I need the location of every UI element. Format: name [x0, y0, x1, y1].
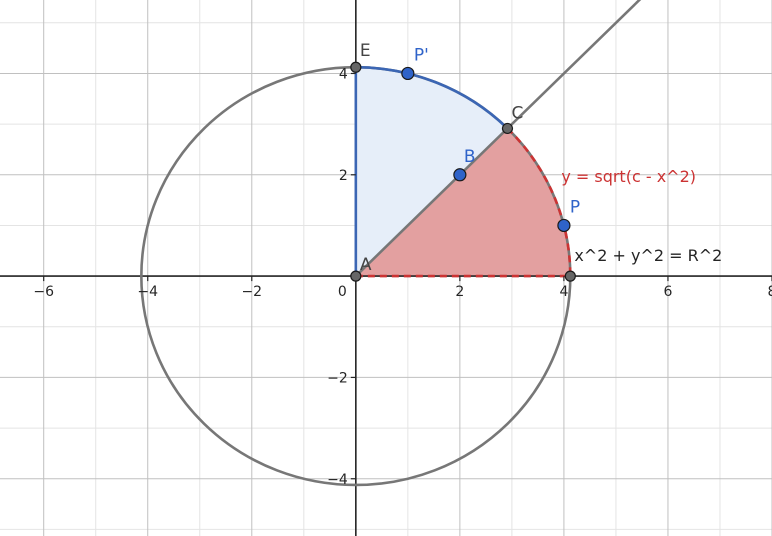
point-c[interactable] [501, 122, 514, 135]
point-label-b[interactable]: B [464, 147, 476, 167]
point-b[interactable] [453, 168, 467, 182]
red-function-curve[interactable] [506, 127, 572, 277]
point-label-layer: A C E B P P' [360, 41, 580, 275]
ray-ac[interactable] [354, 0, 772, 278]
point-p-prime[interactable] [401, 66, 415, 81]
x-tick-label: 8 [768, 284, 772, 300]
x-axis-tick-labels: −6 −4 −2 2 4 6 8 [33, 276, 772, 300]
y-tick-label: 4 [339, 66, 348, 82]
origin-label: 0 [338, 284, 347, 300]
point-label-p-prime[interactable]: P' [414, 45, 429, 65]
point-label-e[interactable]: E [360, 41, 371, 61]
blue-arc-ec[interactable] [355, 65, 509, 130]
x-tick-label: 4 [559, 284, 568, 300]
y-axis-tick-labels: −4 −2 2 4 [327, 66, 356, 488]
point-label-a[interactable]: A [360, 255, 372, 275]
point-p[interactable] [557, 218, 571, 233]
y-tick-label: −4 [327, 472, 348, 488]
x-tick-label: −4 [137, 284, 158, 300]
point-label-p[interactable]: P [570, 197, 580, 217]
red-sector-fill [355, 128, 571, 277]
point-e[interactable] [350, 61, 362, 73]
y-tick-label: 2 [339, 168, 348, 184]
red-function-label[interactable]: y = sqrt(c - x^2) [561, 167, 696, 186]
blue-sector-fill [355, 67, 508, 277]
circle-equation-label[interactable]: x^2 + y^2 = R^2 [574, 246, 722, 265]
y-tick-label: −2 [327, 370, 348, 386]
point-d[interactable] [564, 270, 576, 282]
point-label-c[interactable]: C [511, 103, 523, 123]
x-tick-label: 6 [663, 284, 672, 300]
x-tick-label: −2 [241, 284, 262, 300]
x-tick-label: −6 [33, 284, 54, 300]
x-tick-label: 2 [455, 284, 464, 300]
point-a[interactable] [350, 270, 362, 282]
point-layer [350, 61, 576, 282]
